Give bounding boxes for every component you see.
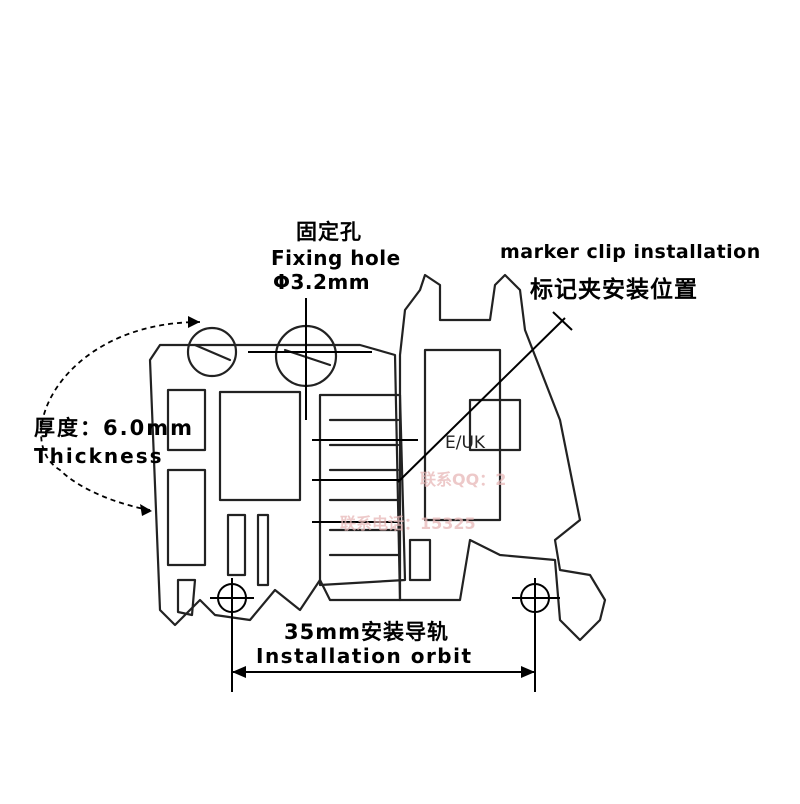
rail-dim-arrow-left: [232, 666, 246, 678]
screw-left-slot: [193, 343, 232, 362]
watermark-line-2: 联系电话：15325: [340, 514, 476, 533]
thickness-label-cn: 厚度：6.0mm: [34, 416, 194, 440]
body-panel-5: [256, 513, 270, 587]
marker-clip-slot: [423, 348, 502, 522]
rail-label-cn: 35mm安装导轨: [284, 620, 449, 644]
thickness-dashed-arc: [40, 321, 201, 511]
thickness-arrow-bottom: [140, 504, 152, 516]
right-panel-2: [408, 538, 432, 582]
terminal-body-left: [148, 343, 402, 627]
right-panel-1: [468, 398, 522, 452]
fixing-hole-label-cn: 固定孔: [296, 220, 362, 244]
watermark-line-1: 联系QQ：2: [420, 470, 507, 489]
body-panel-3: [218, 390, 302, 502]
screw-left: [186, 326, 238, 378]
marker-clip-leader-cap: [552, 311, 573, 331]
rail-dim-arrow-right: [521, 666, 535, 678]
clamp-stack: [318, 393, 407, 587]
part-marking: E/UK: [445, 433, 486, 453]
body-panel-6: [176, 578, 197, 617]
body-panel-1: [166, 388, 207, 452]
fixing-hole-label-en: Fixing hole: [271, 246, 401, 270]
fixing-hole-diameter: Φ3.2mm: [273, 270, 371, 294]
marker-clip-leader: [397, 317, 566, 483]
thickness-arrow-top: [188, 316, 200, 328]
rail-label-en: Installation orbit: [256, 644, 473, 668]
terminal-body-right: [398, 273, 607, 642]
thickness-label-en: Thickness: [34, 444, 164, 468]
body-panel-2: [166, 468, 207, 567]
body-panel-4: [226, 513, 247, 577]
marker-clip-label-cn: 标记夹安装位置: [530, 277, 698, 303]
marker-clip-label-en: marker clip installation: [500, 241, 761, 263]
